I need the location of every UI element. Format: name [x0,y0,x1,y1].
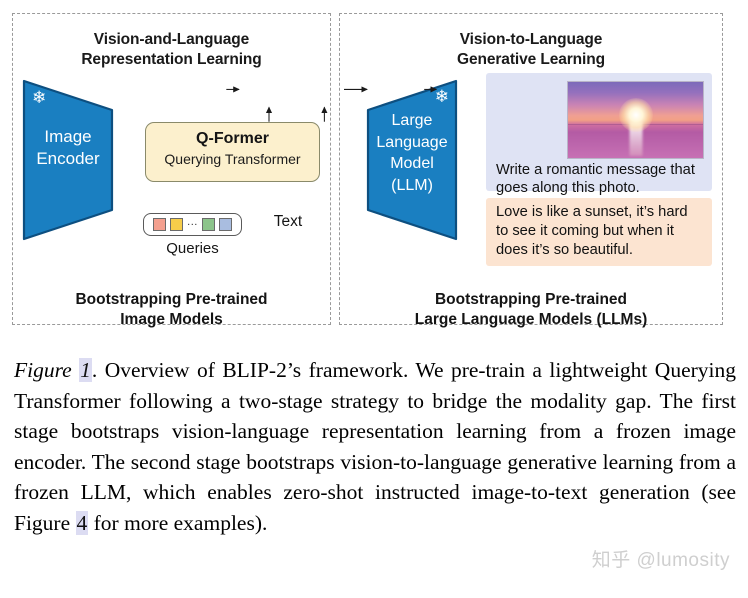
q-former-subtitle: Querying Transformer [164,151,301,167]
left-panel-title-line1: Vision-and-Language [93,31,250,48]
figure-caption: Figure 1. Overview of BLIP-2’s framework… [14,355,736,538]
queries-token-box: ... [143,213,242,236]
text-input-label: Text [273,213,303,230]
left-panel-caption-line2: Image Models [120,311,223,328]
left-panel-caption-line1: Bootstrapping Pre-trained [75,291,268,308]
caption-body-part2: for more examples). [88,510,268,535]
panel-vision-language-representation-learning: Vision-and-Language Representation Learn… [12,13,331,328]
sun [618,98,653,133]
watermark: 知乎 @lumosity [591,550,730,571]
right-panel-title-line1: Vision-to-Language [459,31,603,48]
large-language-model-block: ❄ Large Language Model (LLM) [366,79,458,241]
caption-figure-number[interactable]: 1 [79,358,92,382]
q-former-title: Q-Former [196,130,269,147]
query-token-3 [201,218,215,231]
image-encoder-block: ❄ Image Encoder [22,79,114,241]
llm-answer-bubble: Love is like a sunset, it’s hard to see … [486,198,712,266]
prompt-text: Write a romantic message that goes along… [496,162,695,196]
right-panel-caption-line2: Large Language Models (LLMs) [414,311,648,328]
left-panel-title-line2: Representation Learning [81,51,262,68]
queries-label: Queries [166,240,219,257]
caption-reference-figure-4[interactable]: 4 [75,510,89,535]
prompt-bubble: Write a romantic message that goes along… [486,73,712,196]
figure-diagram: Vision-and-Language Representation Learn… [12,13,723,328]
caption-period: . [91,358,98,382]
left-panel-title: Vision-and-Language Representation Learn… [13,30,330,70]
llm-shape [366,79,458,241]
q-former-block: Q-Former Querying Transformer [145,122,320,182]
right-panel-title: Vision-to-Language Generative Learning [340,30,722,70]
caption-figure-word: Figure [14,358,72,382]
query-token-1 [153,218,167,231]
right-panel-title-line2: Generative Learning [457,51,605,68]
sunset-photo [567,81,704,159]
image-encoder-shape [22,79,114,241]
caption-body-part1: Overview of BLIP-2’s framework. We pre-t… [14,358,736,535]
left-panel-caption: Bootstrapping Pre-trained Image Models [13,290,330,330]
snowflake-icon: ❄ [434,87,449,106]
snowflake-icon: ❄ [32,88,47,107]
panel-vision-to-language-generative-learning: Vision-to-Language Generative Learning B… [339,13,723,328]
right-panel-caption-line1: Bootstrapping Pre-trained [434,291,628,308]
query-token-4 [218,218,232,231]
query-token-2 [170,218,184,231]
queries-ellipsis: ... [187,215,198,228]
right-panel-caption: Bootstrapping Pre-trained Large Language… [340,290,722,330]
